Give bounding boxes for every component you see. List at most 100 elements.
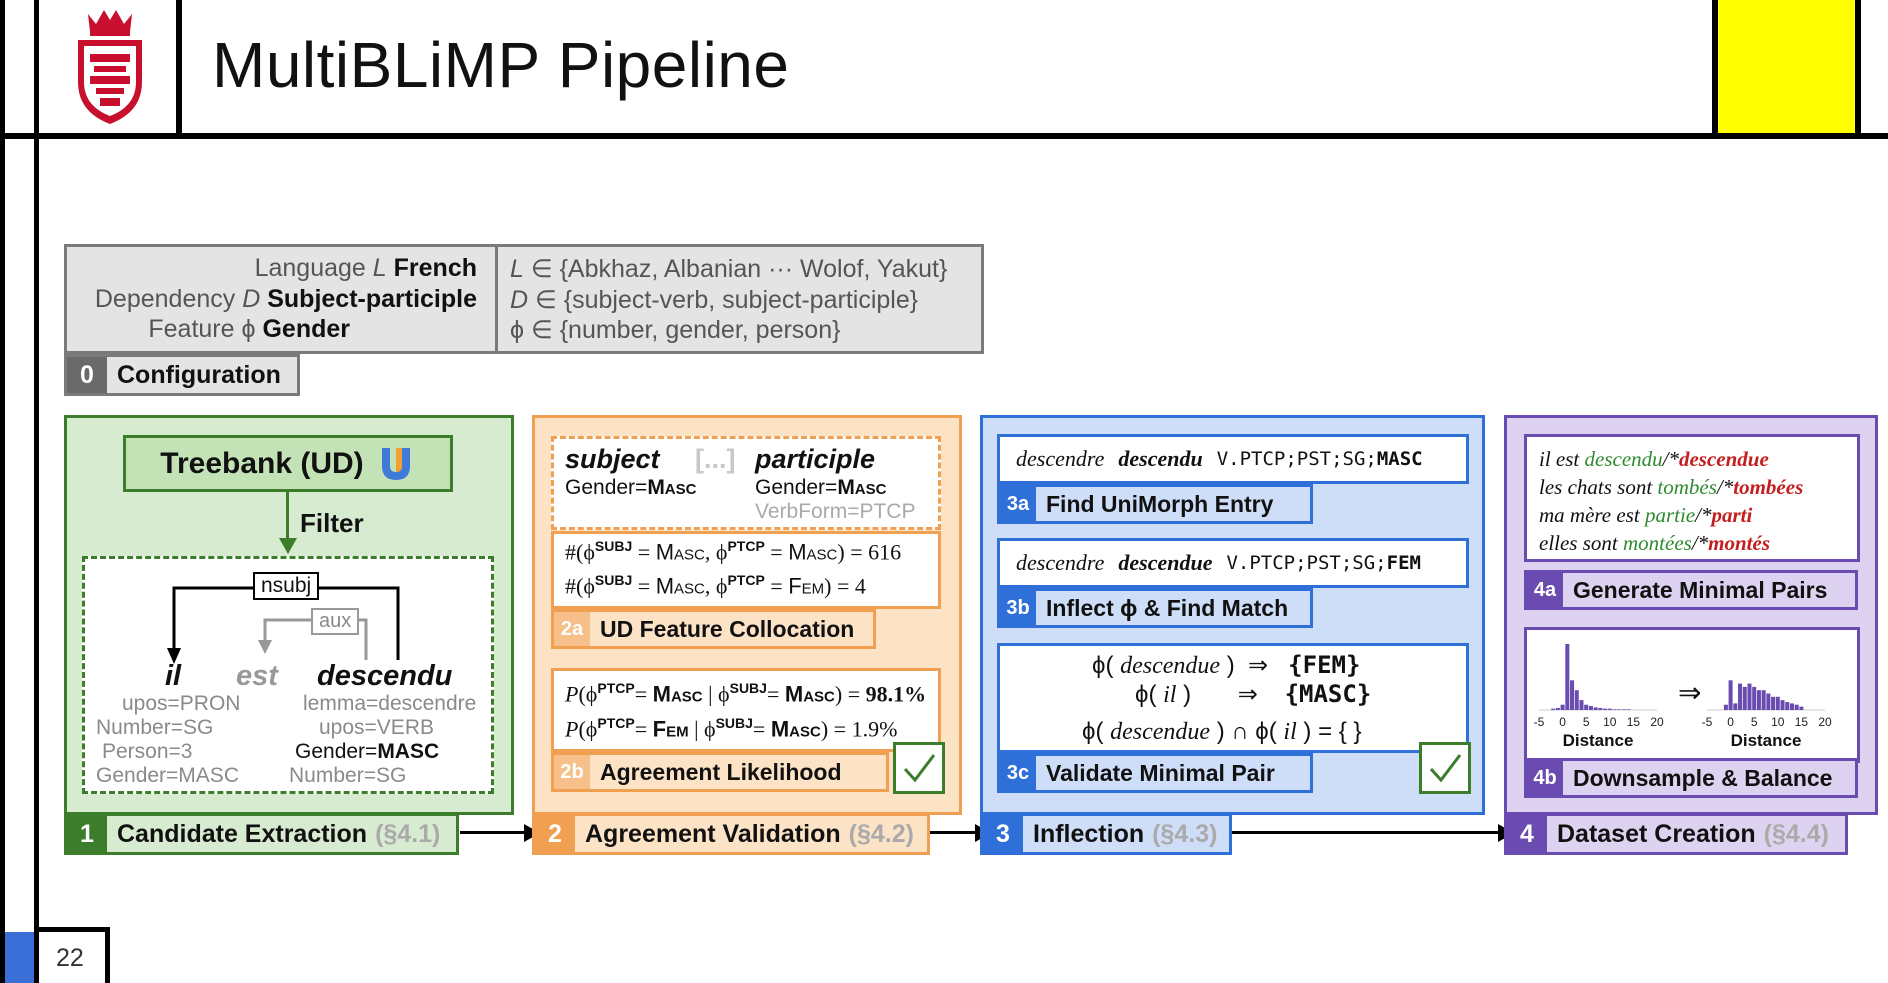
sub2b-tab-number: 2b <box>554 755 590 789</box>
sub3b-tab-number: 3b <box>1000 591 1036 625</box>
sub2b-tab: 2b Agreement Likelihood <box>551 752 889 792</box>
il-feat-person: Person=3 <box>102 740 193 763</box>
minimal-pairs-box: il est descendu/*descendue les chats son… <box>1524 434 1860 562</box>
config-feature-value: Gender <box>262 315 350 343</box>
histogram-tick-label: 20 <box>1650 715 1664 729</box>
pair-1-prefix: il est <box>1539 447 1585 471</box>
pair-row: les chats sont tombés/*tombées <box>1539 475 1804 499</box>
config-language-row: Language L French <box>64 254 477 283</box>
sub4b-tab-number: 4b <box>1527 761 1563 795</box>
config-feature-label: Feature <box>148 315 235 343</box>
histogram-xlabel: Distance <box>1731 731 1802 750</box>
stage4-tab: 4 Dataset Creation (§4.4) <box>1504 813 1848 855</box>
sub4a-tab-number: 4a <box>1527 573 1563 607</box>
histogram-tick-label: 15 <box>1795 715 1809 729</box>
subject-gender-val: Masc <box>647 476 697 499</box>
accent-yellow-block <box>1718 0 1855 133</box>
word-descendu: descendu <box>317 660 453 692</box>
histogram-bar <box>1742 686 1747 710</box>
desc-feat-gender-key: Gender= <box>295 740 378 763</box>
entry-b-tags-text: V.PTCP;PST;SG; <box>1226 552 1387 574</box>
ud-logo-icon <box>381 447 410 480</box>
phi-line-1: ϕ( descendue ) ⇒ {FEM} <box>1092 651 1361 679</box>
histogram-bar <box>1603 708 1608 710</box>
parse-box <box>82 556 494 794</box>
histogram-bar <box>1775 696 1780 710</box>
count-masc-fem: #(ϕSUBJ = Masc, ϕPTCP = Fem) = 4 <box>565 572 866 599</box>
config-feature-var: ϕ <box>241 315 256 343</box>
likelihood-box <box>551 668 941 752</box>
histogram-bar <box>1588 706 1593 710</box>
pair-1-good: descendu <box>1584 447 1663 471</box>
histogram-bar <box>1789 703 1794 710</box>
collocation-words-box <box>551 436 941 530</box>
stage2-tab-number: 2 <box>535 816 575 852</box>
sub4b-tab: 4b Downsample & Balance <box>1524 758 1858 798</box>
histogram-bar <box>1761 690 1766 710</box>
sub2a-tab-label: UD Feature Collocation <box>600 615 855 642</box>
histogram-bar <box>1570 680 1575 710</box>
phi-line-2: ϕ( il ) ⇒ {MASC} <box>1135 680 1372 708</box>
subject-gender-key: Gender= <box>565 476 648 499</box>
sub2a-tab-number: 2a <box>554 612 590 646</box>
sub3a-tab-number: 3a <box>1000 487 1036 521</box>
sub3a-tab-label: Find UniMorph Entry <box>1046 490 1274 517</box>
phi-line-3: ϕ( descendue ) ∩ ϕ( il ) = { } <box>1082 718 1362 745</box>
arrow-3-to-4 <box>1232 831 1502 834</box>
desc-feat-lemma: lemma=descendre <box>303 692 477 715</box>
pair-4-bad: montés <box>1708 531 1771 555</box>
stage1-tab: 1 Candidate Extraction (§4.1) <box>64 813 459 855</box>
desc-feat-number: Number=SG <box>289 764 407 787</box>
header-divider-3 <box>1712 0 1718 138</box>
pair-3-good: partie <box>1644 503 1696 527</box>
config-tab-number: 0 <box>67 357 107 393</box>
slide-title: MultiBLiMP Pipeline <box>212 29 790 101</box>
sub3c-tab-number: 3c <box>1000 756 1036 790</box>
phi-line-3-word-a: descendue <box>1110 719 1211 745</box>
histogram-bar <box>1621 709 1626 710</box>
config-set-dependency: D ∈ {subject-verb, subject-participle} <box>510 285 918 315</box>
stage3-checkmark-icon <box>1419 742 1471 794</box>
header-divider-1 <box>34 0 39 983</box>
descendu-features: lemma=descendre upos=VERB Gender=MASC Nu… <box>289 692 489 788</box>
histogram-tick-label: 5 <box>1751 715 1758 729</box>
pair-row: elles sont montées/*montés <box>1539 531 1771 555</box>
unimorph-entry-box-b: descendre descendue V.PTCP;PST;SG;FEM <box>997 538 1469 588</box>
desc-feat-gender: Gender=MASC <box>289 740 489 764</box>
sub3c-tab-label: Validate Minimal Pair <box>1046 759 1275 786</box>
page-number-box <box>34 927 110 983</box>
filter-arrow-head <box>279 538 297 554</box>
config-language-label: Language <box>254 254 366 282</box>
histogram-bar <box>1593 707 1598 710</box>
pair-2-prefix: les chats sont <box>1539 475 1658 499</box>
arrow-1-to-2 <box>460 831 528 834</box>
downsample-box <box>1524 627 1860 763</box>
config-set-feature-values: ∈ {number, gender, person} <box>530 316 841 344</box>
histogram-arrow: ⇒ <box>1678 677 1702 708</box>
unimorph-entry-box-a: descendre descendu V.PTCP;PST;SG;MASC <box>997 434 1469 484</box>
stage1-tab-label: Candidate Extraction <box>117 819 368 848</box>
histogram-bar <box>1780 700 1785 710</box>
word-il: il <box>165 660 182 692</box>
histogram-tick-label: 5 <box>1583 715 1590 729</box>
il-feat-number: Number=SG <box>96 716 214 739</box>
histogram-bar <box>1626 709 1631 710</box>
histogram-bar <box>1574 690 1579 710</box>
sub3b-tab-label: Inflect ϕ & Find Match <box>1046 594 1289 621</box>
university-logo <box>70 4 150 126</box>
histogram-bar <box>1771 696 1776 710</box>
config-dependency-var: D <box>242 285 261 313</box>
entry-a-tags-text: V.PTCP;PST;SG; <box>1216 448 1377 470</box>
page-number: 22 <box>56 944 84 972</box>
entry-b-form: descendue <box>1118 550 1213 575</box>
treebank-box: Treebank (UD) <box>123 435 453 492</box>
histogram-tick-label: 20 <box>1818 715 1832 729</box>
sub3b-tab: 3b Inflect ϕ & Find Match <box>997 588 1313 628</box>
validate-box <box>997 643 1469 753</box>
prob-fem-masc: P(ϕPTCP= Fem | ϕSUBJ= Masc) = 1.9% <box>565 715 898 742</box>
phi-line-3-result: = { } <box>1318 718 1362 745</box>
stage3-tab-number: 3 <box>983 816 1023 852</box>
stage4-tab-ref: (§4.4) <box>1763 819 1829 848</box>
config-language-value: French <box>393 254 477 282</box>
